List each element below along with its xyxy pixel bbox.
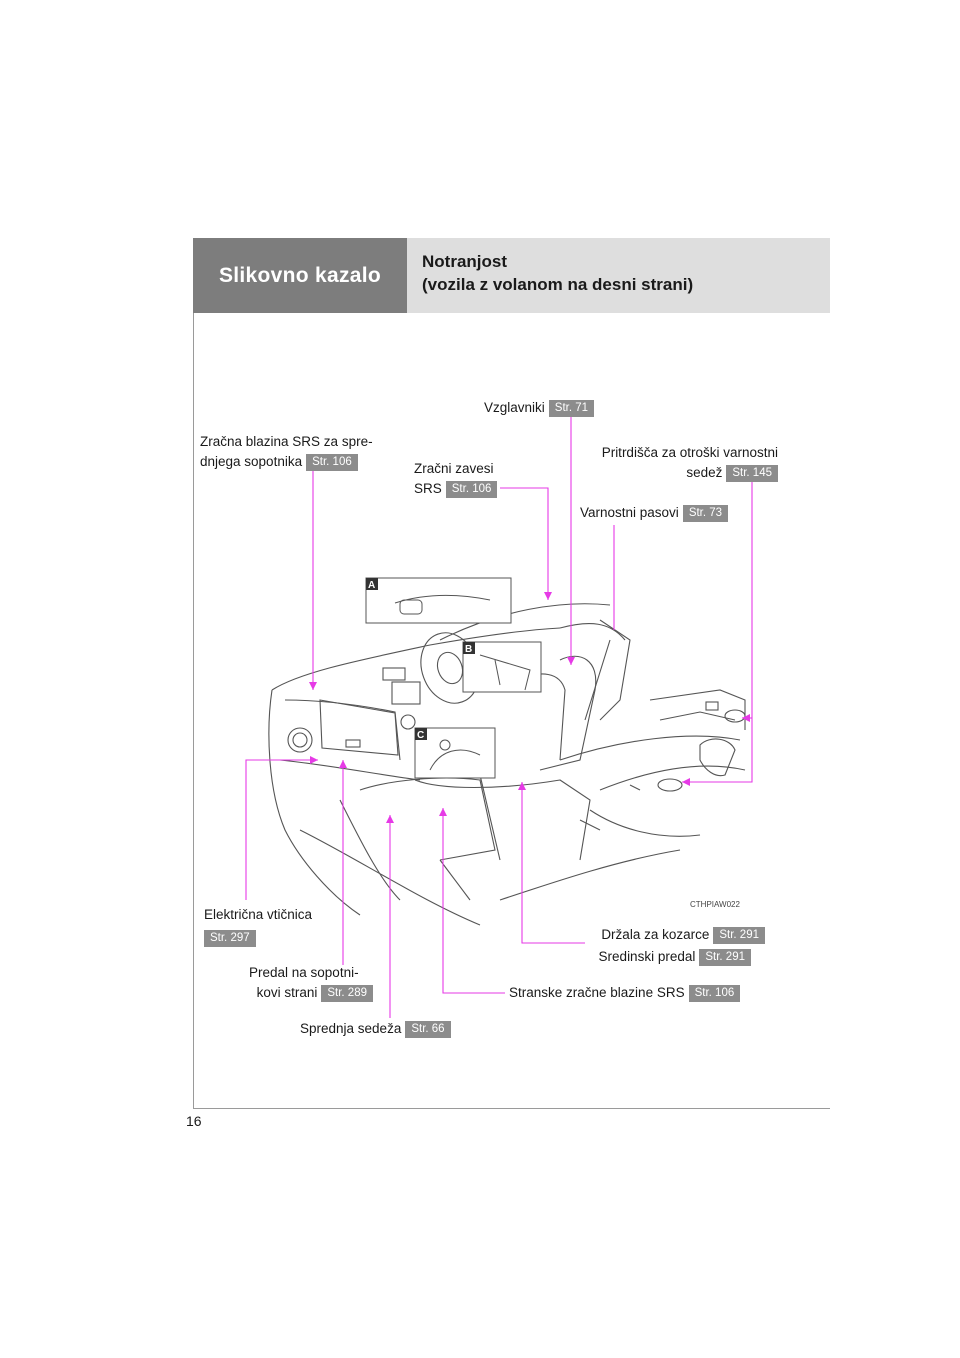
page-ref-badge[interactable]: Str. 66 [405,1020,451,1038]
inset-letter-c: C [417,730,424,741]
inset-c [414,727,496,779]
page-ref-badge[interactable]: Str. 106 [688,984,741,1002]
page-title-line1: Notranjost [422,252,507,271]
label-text: Sprednja sedeža [300,1021,402,1036]
page-ref-badge[interactable]: Str. 291 [699,948,751,966]
label-text: Vzglavniki [484,400,545,415]
section-title: Slikovno kazalo [193,238,407,313]
page-number: 16 [186,1113,202,1129]
image-code: CTHPIAW022 [690,900,740,909]
label-text: SRS [414,481,442,496]
label-text: Sredinski predal [598,949,696,964]
page-ref-badge[interactable]: Str. 145 [726,464,778,482]
inset-letter-b: B [465,644,472,655]
label-text: Stranske zračne blazine SRS [509,985,685,1000]
page-title: Notranjost (vozila z volanom na desni st… [407,238,830,313]
label-passenger-airbag: Zračna blazina SRS za spre- dnjega sopot… [200,432,373,472]
page-ref-badge[interactable]: Str. 289 [321,984,373,1002]
label-text: kovi strani [256,985,318,1000]
leader-arrowheads [309,592,750,823]
inset-letter-a: A [368,580,375,591]
label-text: Držala za kozarce [601,927,710,942]
frame-bottom-rule [193,1108,830,1109]
label-text: Zračna blazina SRS za spre- [200,434,373,449]
label-power-outlet: Električna vtičnica Str. 297 [204,905,312,948]
page-ref-badge[interactable]: Str. 73 [682,504,729,522]
page-ref-badge[interactable]: Str. 106 [306,453,358,471]
frame-left-rule [193,313,194,1108]
page-title-line2: (vozila z volanom na desni strani) [422,275,694,294]
label-text: dnjega sopotnika [200,454,303,469]
label-text: Varnostni pasovi [580,505,679,520]
page-header: Slikovno kazalo Notranjost (vozila z vol… [193,238,830,313]
inset-b [462,641,542,693]
label-text: Zračni zavesi [414,461,494,476]
inset-a [365,577,512,624]
label-text: Predal na sopotni- [249,965,359,980]
page-ref-badge[interactable]: Str. 291 [713,926,765,944]
label-text: sedež [686,465,723,480]
label-text: Električna vtičnica [204,907,313,922]
page-ref-badge[interactable]: Str. 71 [548,399,595,417]
page-ref-badge[interactable]: Str. 297 [204,929,256,947]
label-text: Pritrdišča za otroški varnostni [601,445,778,460]
page-ref-badge[interactable]: Str. 106 [445,480,498,498]
